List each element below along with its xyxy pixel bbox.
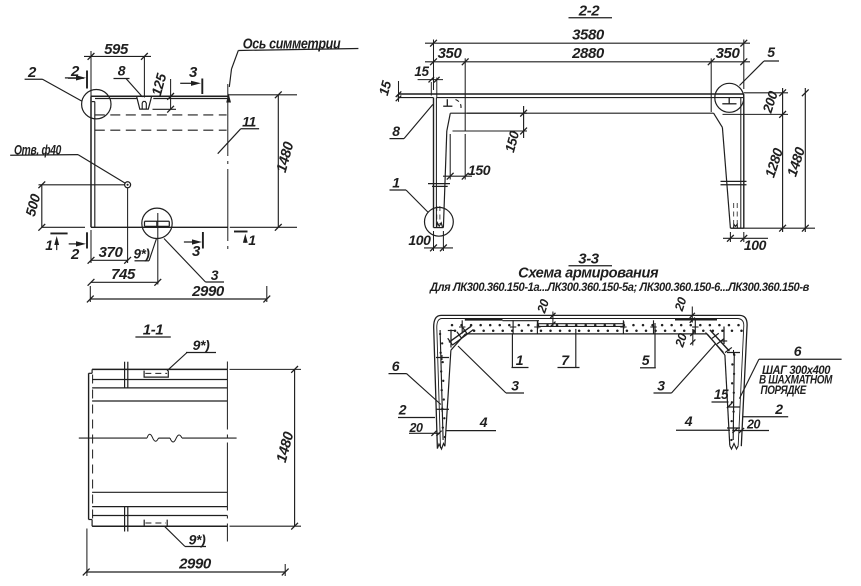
svg-text:200: 200: [759, 89, 780, 116]
svg-text:6: 6: [392, 358, 400, 374]
svg-text:350: 350: [716, 45, 741, 62]
svg-text:745: 745: [111, 266, 136, 283]
svg-text:3: 3: [211, 267, 219, 283]
svg-text:В ШАХМАТНОМ: В ШАХМАТНОМ: [759, 375, 833, 387]
svg-text:3: 3: [189, 64, 198, 81]
svg-text:3: 3: [511, 378, 519, 394]
svg-text:3580: 3580: [572, 27, 605, 44]
svg-text:370: 370: [99, 244, 124, 261]
svg-text:3-3: 3-3: [578, 251, 600, 268]
svg-text:20: 20: [408, 421, 423, 435]
svg-text:2880: 2880: [571, 45, 605, 62]
svg-text:8: 8: [118, 63, 126, 79]
svg-text:Отв. ф40: Отв. ф40: [14, 142, 61, 158]
svg-text:2: 2: [70, 246, 80, 263]
svg-text:20: 20: [672, 295, 690, 313]
svg-text:2: 2: [70, 63, 80, 80]
svg-text:350: 350: [438, 45, 463, 62]
svg-text:100: 100: [744, 237, 767, 253]
svg-text:4: 4: [479, 414, 488, 430]
svg-text:7: 7: [561, 352, 570, 368]
svg-text:2-2: 2-2: [578, 3, 601, 20]
svg-text:3: 3: [192, 243, 201, 260]
svg-text:Схема армирования: Схема армирования: [518, 266, 659, 282]
svg-text:15: 15: [414, 64, 429, 79]
svg-text:8: 8: [392, 123, 400, 139]
svg-text:4: 4: [684, 413, 693, 429]
svg-text:Ось симметрии: Ось симметрии: [243, 37, 341, 53]
svg-text:1-1: 1-1: [143, 322, 164, 339]
svg-text:1: 1: [45, 237, 53, 253]
svg-text:5: 5: [642, 352, 650, 368]
svg-text:500: 500: [22, 192, 43, 218]
svg-text:2990: 2990: [191, 283, 225, 300]
svg-text:20: 20: [672, 331, 690, 349]
svg-text:20: 20: [534, 297, 552, 315]
svg-text:15: 15: [376, 79, 394, 97]
svg-text:3: 3: [657, 378, 665, 394]
svg-text:1480: 1480: [274, 430, 297, 464]
svg-text:1: 1: [516, 352, 524, 368]
svg-text:595: 595: [104, 41, 129, 58]
svg-text:ПОРЯДКЕ: ПОРЯДКЕ: [761, 385, 807, 397]
svg-text:20: 20: [746, 418, 761, 432]
svg-text:6: 6: [794, 343, 802, 359]
svg-text:5: 5: [767, 44, 775, 60]
svg-text:1: 1: [392, 175, 400, 191]
svg-text:15: 15: [714, 387, 729, 402]
svg-text:2990: 2990: [178, 556, 212, 573]
svg-text:9*): 9*): [193, 337, 210, 353]
svg-text:150: 150: [502, 129, 522, 154]
svg-text:1480: 1480: [274, 140, 297, 174]
svg-text:2: 2: [27, 64, 37, 81]
svg-text:150: 150: [468, 162, 491, 178]
svg-text:9*): 9*): [133, 247, 150, 262]
svg-text:125: 125: [148, 71, 169, 97]
svg-text:9*): 9*): [189, 532, 206, 548]
svg-text:2: 2: [398, 402, 407, 418]
svg-text:100: 100: [408, 232, 431, 248]
svg-text:Для ЛК300.360.150-1а...ЛК300.3: Для ЛК300.360.150-1а...ЛК300.360.150-5а;…: [429, 282, 809, 294]
svg-text:11: 11: [242, 114, 256, 130]
svg-text:1: 1: [248, 232, 256, 248]
svg-text:ШАГ 300х400: ШАГ 300х400: [762, 365, 831, 377]
svg-text:2: 2: [774, 401, 783, 417]
